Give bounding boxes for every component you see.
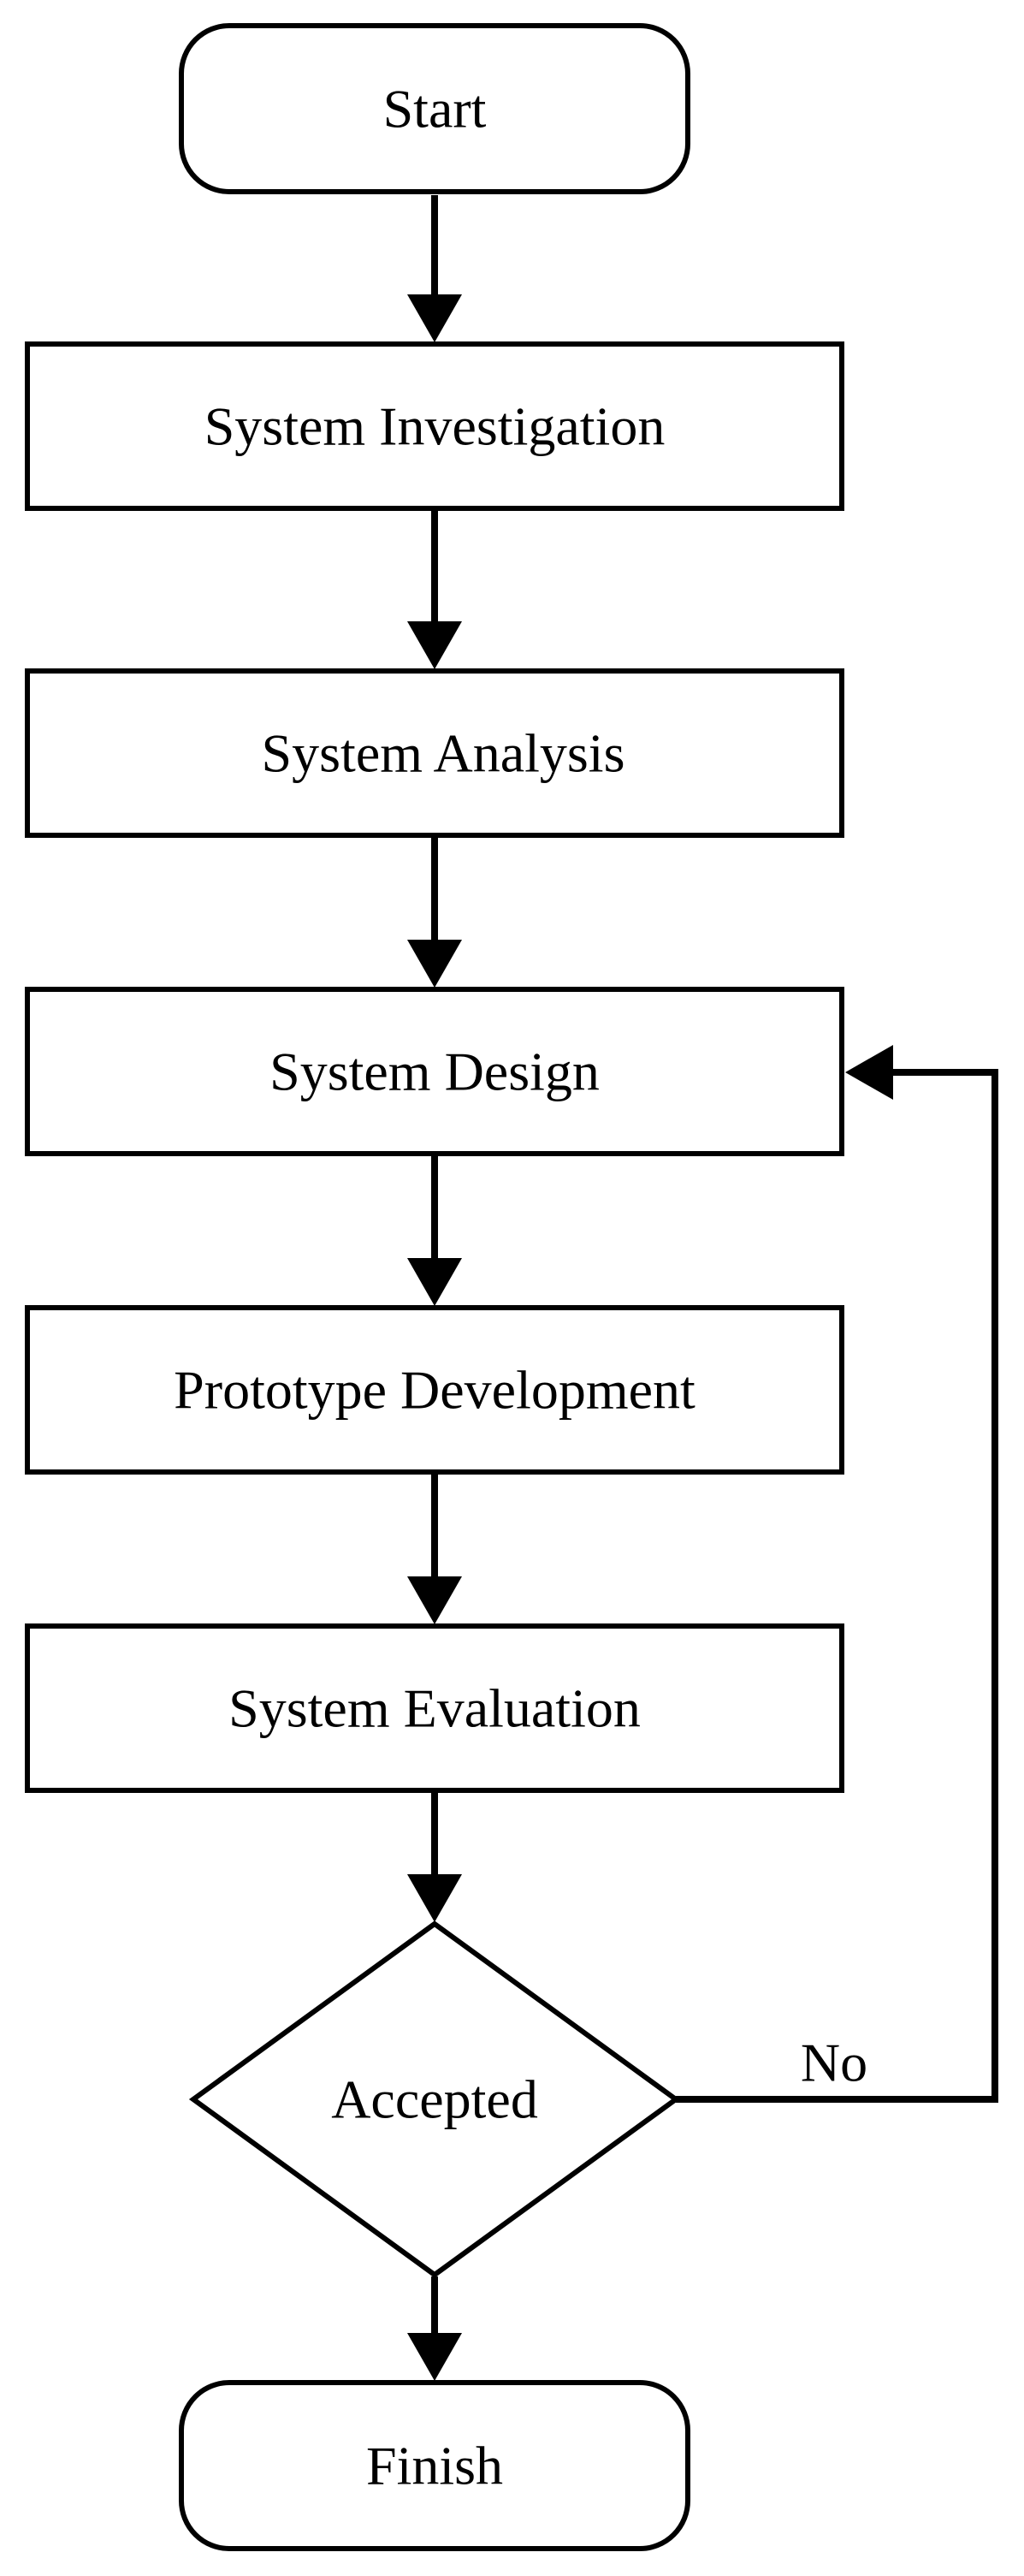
node-system-analysis: System Analysis — [25, 668, 844, 838]
node-label-finish: Finish — [366, 2436, 503, 2496]
node-accepted-decision: Accepted — [188, 1920, 681, 2278]
node-label-evaluation: System Evaluation — [228, 1678, 641, 1739]
node-label-start: Start — [383, 79, 487, 139]
arrowhead-icon — [407, 1874, 462, 1922]
edge-no-feedback-loop: No — [676, 1045, 998, 2103]
node-system-evaluation: System Evaluation — [25, 1623, 844, 1793]
arrowhead-icon — [407, 940, 462, 988]
node-system-investigation: System Investigation — [25, 341, 844, 511]
edge-start-to-investigation — [407, 195, 462, 342]
node-prototype-development: Prototype Development — [25, 1305, 844, 1475]
node-label-analysis: System Analysis — [262, 723, 625, 784]
arrowhead-icon — [407, 294, 462, 342]
node-finish: Finish — [179, 2380, 690, 2551]
edge-evaluation-to-accepted — [407, 1792, 462, 1922]
arrowhead-icon — [845, 1045, 893, 1100]
arrowhead-icon — [407, 1576, 462, 1624]
edge-label-no: No — [801, 2033, 867, 2093]
connectors: No — [407, 195, 998, 2381]
edge-design-to-prototype — [407, 1155, 462, 1306]
node-label-prototype: Prototype Development — [174, 1360, 695, 1421]
edge-accepted-to-finish — [407, 2276, 462, 2381]
edge-analysis-to-design — [407, 837, 462, 988]
arrowhead-icon — [407, 621, 462, 669]
node-start: Start — [179, 23, 690, 194]
arrowhead-icon — [407, 2333, 462, 2381]
node-label-accepted: Accepted — [331, 2069, 538, 2130]
node-label-design: System Design — [269, 1042, 600, 1102]
edge-prototype-to-evaluation — [407, 1474, 462, 1624]
node-label-investigation: System Investigation — [204, 396, 666, 457]
node-system-design: System Design — [25, 987, 844, 1156]
edge-investigation-to-analysis — [407, 510, 462, 669]
arrowhead-icon — [407, 1258, 462, 1306]
